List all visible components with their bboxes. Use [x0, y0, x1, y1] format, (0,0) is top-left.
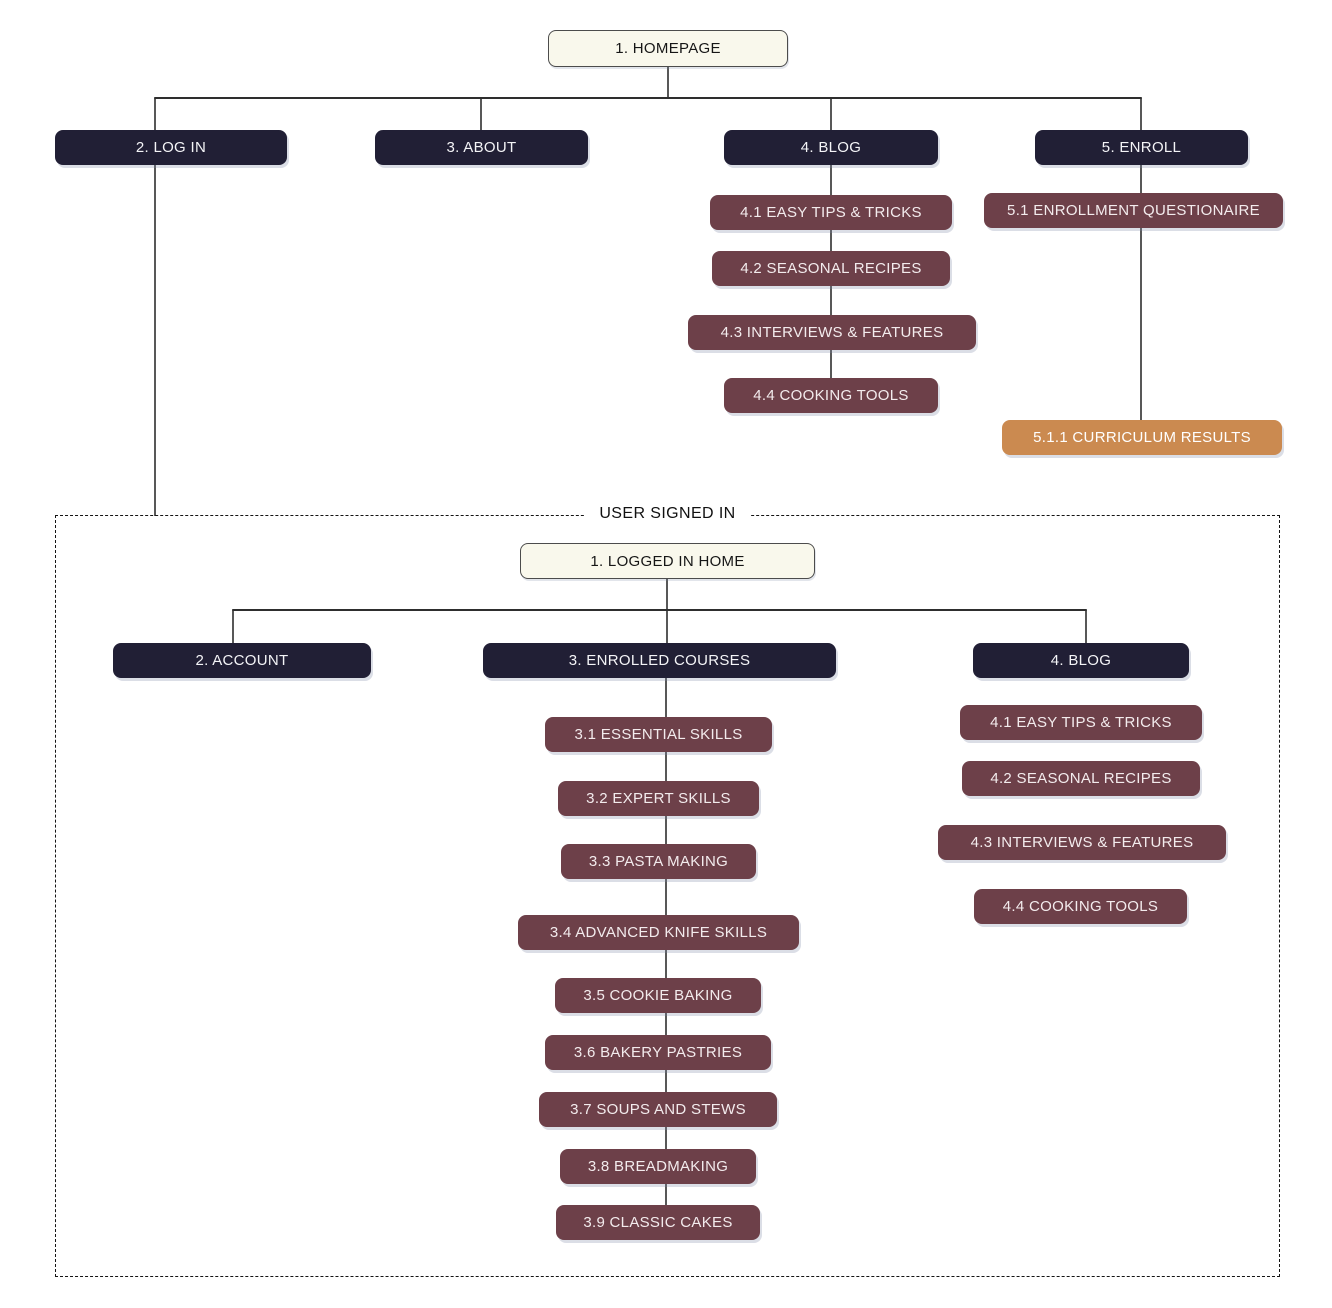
node-signed-in-blog-cooking-tools: 4.4 COOKING TOOLS: [974, 889, 1187, 924]
node-blog-easy-tips: 4.1 EASY TIPS & TRICKS: [710, 195, 952, 230]
node-signed-in-blog-interviews-features: 4.3 INTERVIEWS & FEATURES: [938, 825, 1226, 860]
node-course-expert-skills: 3.2 EXPERT SKILLS: [558, 781, 759, 816]
node-course-advanced-knife-skills: 3.4 ADVANCED KNIFE SKILLS: [518, 915, 799, 950]
node-course-soups-and-stews: 3.7 SOUPS AND STEWS: [539, 1092, 777, 1127]
node-enrolled-courses: 3. ENROLLED COURSES: [483, 643, 836, 678]
node-account: 2. ACCOUNT: [113, 643, 371, 678]
node-course-breadmaking: 3.8 BREADMAKING: [560, 1149, 756, 1184]
node-blog-seasonal-recipes: 4.2 SEASONAL RECIPES: [712, 251, 950, 286]
node-course-cookie-baking: 3.5 COOKIE BAKING: [555, 978, 761, 1013]
node-course-classic-cakes: 3.9 CLASSIC CAKES: [556, 1205, 760, 1240]
node-blog: 4. BLOG: [724, 130, 938, 165]
node-logged-in-home: 1. LOGGED IN HOME: [520, 543, 815, 579]
node-login: 2. LOG IN: [55, 130, 287, 165]
node-blog-cooking-tools: 4.4 COOKING TOOLS: [724, 378, 938, 413]
node-enroll: 5. ENROLL: [1035, 130, 1248, 165]
node-signed-in-blog-seasonal-recipes: 4.2 SEASONAL RECIPES: [962, 761, 1200, 796]
node-homepage: 1. HOMEPAGE: [548, 30, 788, 67]
node-signed-in-blog-easy-tips: 4.1 EASY TIPS & TRICKS: [960, 705, 1202, 740]
node-signed-in-blog: 4. BLOG: [973, 643, 1189, 678]
node-enrollment-questionnaire: 5.1 ENROLLMENT QUESTIONAIRE: [984, 193, 1283, 228]
node-curriculum-results: 5.1.1 CURRICULUM RESULTS: [1002, 420, 1282, 455]
node-course-bakery-pastries: 3.6 BAKERY PASTRIES: [545, 1035, 771, 1070]
node-blog-interviews-features: 4.3 INTERVIEWS & FEATURES: [688, 315, 976, 350]
node-about: 3. ABOUT: [375, 130, 588, 165]
node-course-essential-skills: 3.1 ESSENTIAL SKILLS: [545, 717, 772, 752]
public-tree-connectors: [154, 66, 1142, 516]
node-course-pasta-making: 3.3 PASTA MAKING: [561, 844, 756, 879]
